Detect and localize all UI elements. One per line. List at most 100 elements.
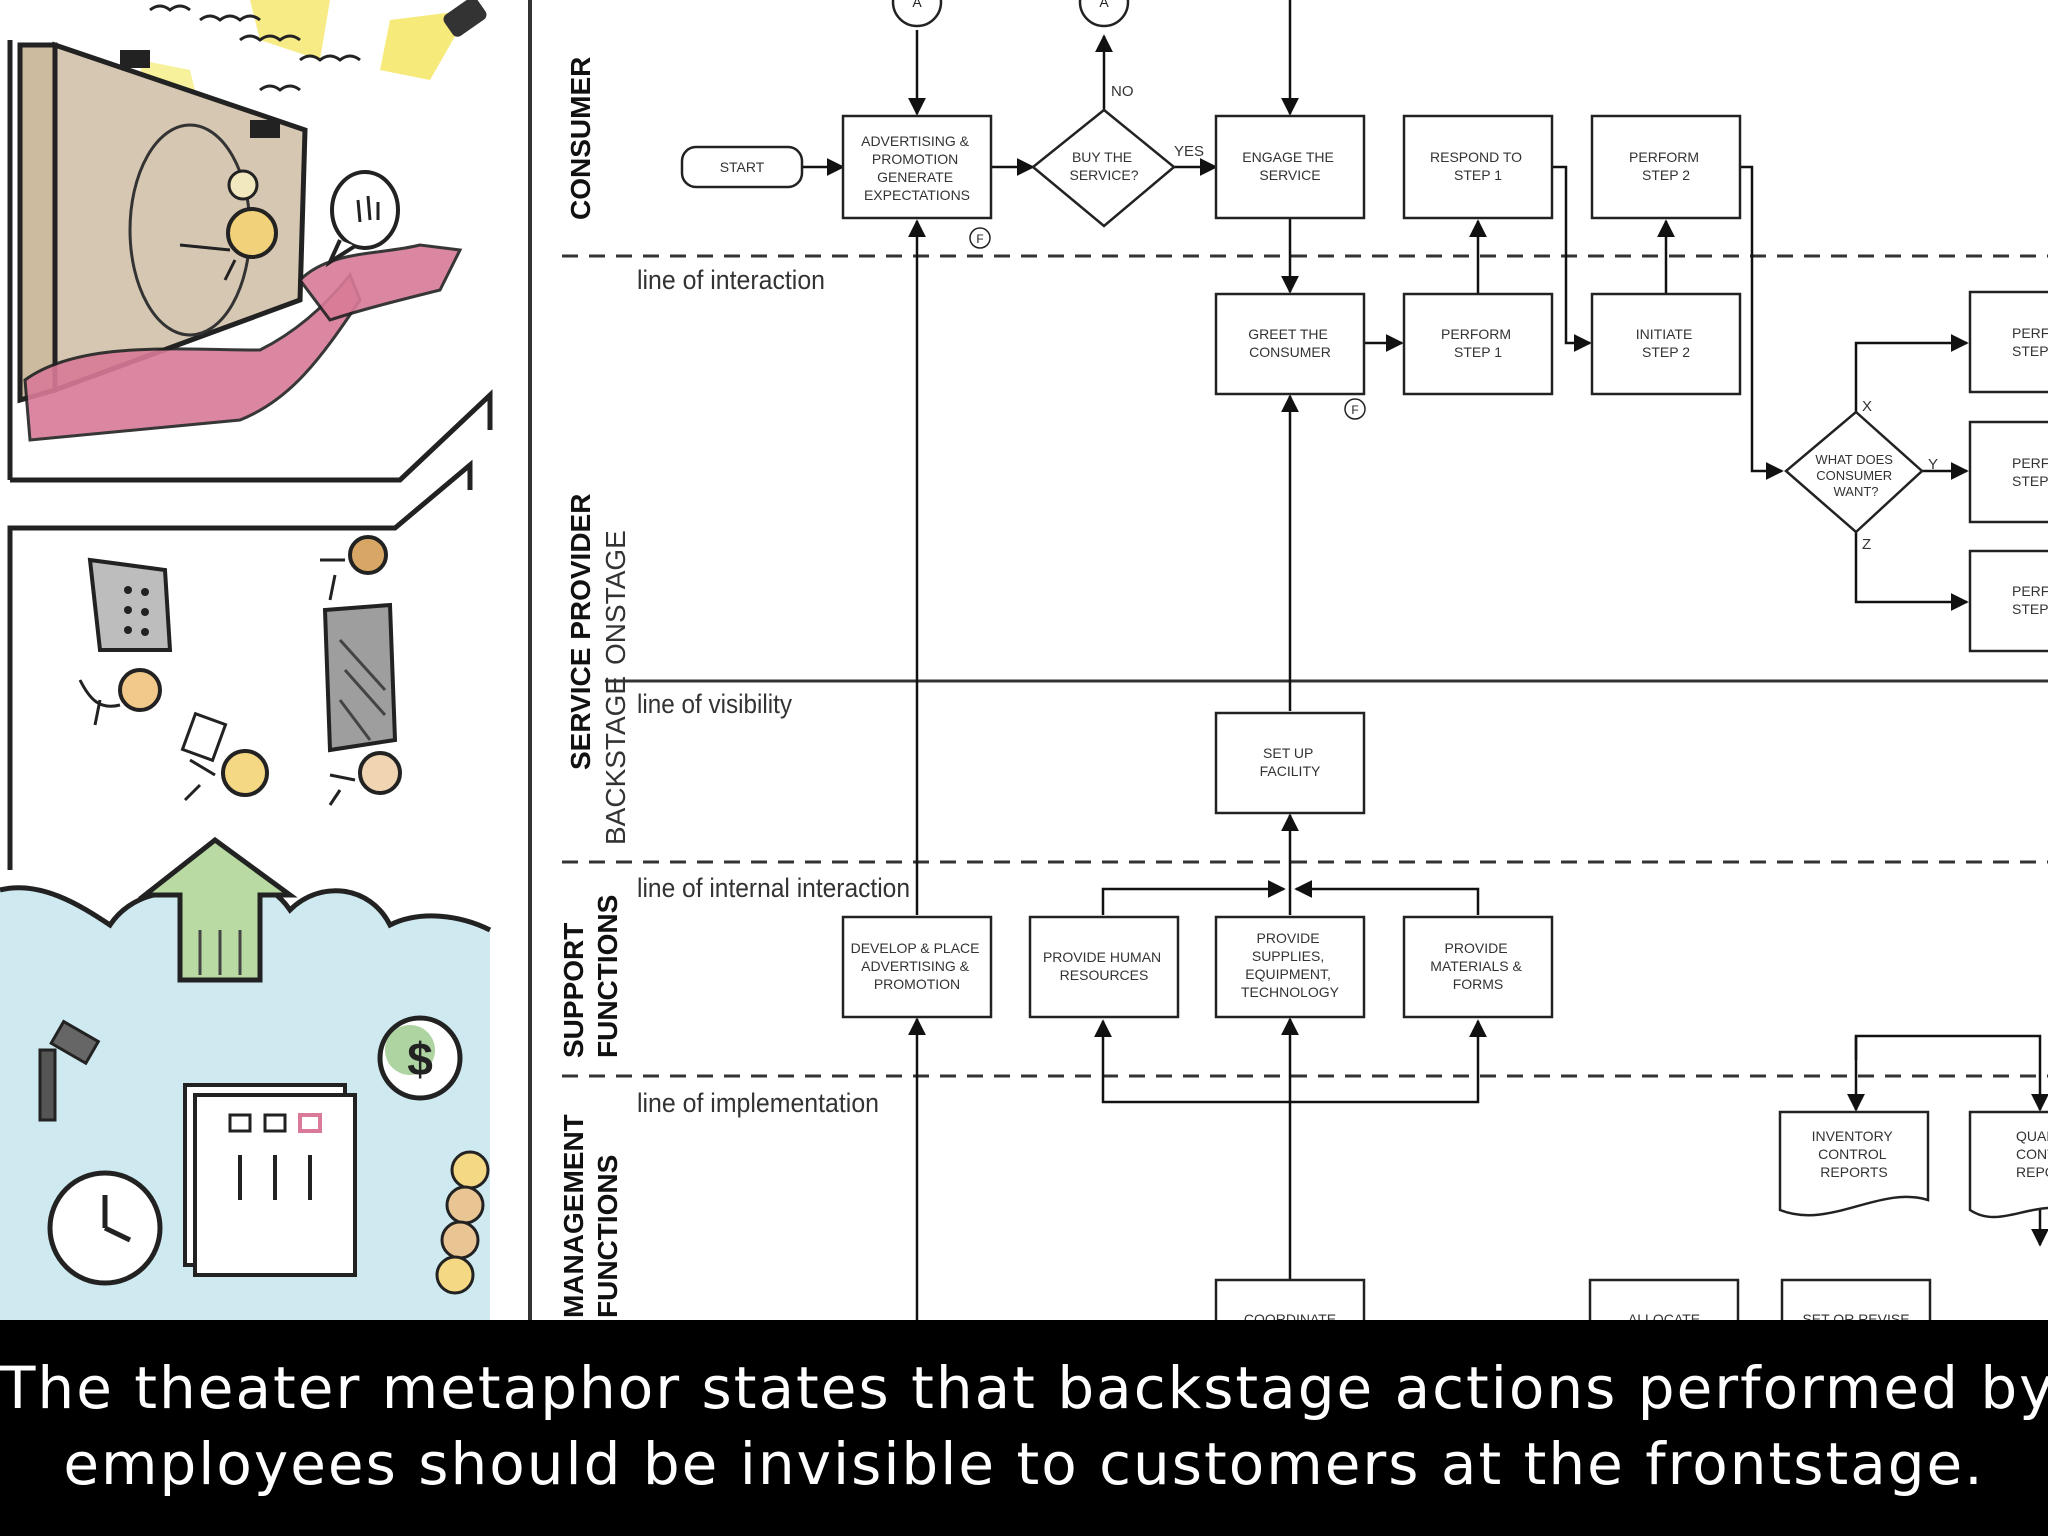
advertising-box: [841, 114, 993, 220]
materials-line: MATERIALS &: [1430, 958, 1522, 974]
hr-box: [1028, 915, 1180, 1019]
audience-figures: [435, 1150, 490, 1295]
spotlight-icon: [443, 0, 487, 37]
greet-line: GREET THE: [1248, 326, 1328, 342]
connector-a-2-label: A: [1099, 0, 1109, 10]
off-page-connectors: A A F F: [891, 0, 1366, 420]
supplies-line: SUPPLIES,: [1252, 948, 1324, 964]
quality-report: [1968, 1110, 2048, 1219]
initiate2-line: STEP 2: [1642, 344, 1690, 360]
supplies-line: TECHNOLOGY: [1241, 984, 1340, 1000]
stage-backdrop: [7, 40, 493, 483]
label-no: NO: [1111, 83, 1134, 100]
perform1-line: STEP 1: [1454, 344, 1502, 360]
greet-line: CONSUMER: [1249, 344, 1331, 360]
line-of-interaction-label: line of interaction: [637, 265, 825, 295]
perform1-line: PERFORM: [1441, 326, 1511, 342]
hr-line: PROVIDE HUMAN: [1043, 949, 1161, 965]
separator-labels: line of interaction line of visibility l…: [637, 265, 910, 1118]
buy-label: BUY THE SERVICE?: [1070, 149, 1139, 183]
supplies-label: PROVIDE SUPPLIES, EQUIPMENT, TECHNOLOGY: [1241, 930, 1340, 1000]
develop-line: ADVERTISING &: [861, 958, 970, 974]
quality-line: CONTI: [2016, 1146, 2048, 1162]
lane-backstage: BACKSTAGE: [600, 676, 631, 845]
separator-lines: [562, 254, 2048, 1078]
inventory-line: INVENTORY: [1812, 1128, 1894, 1144]
lane-management-1: MANAGEMENT: [558, 1114, 589, 1318]
advertising-line: PROMOTION: [872, 151, 958, 167]
theater-illustration: $: [0, 0, 532, 1320]
setup-box: [1214, 711, 1366, 815]
want-line: WHAT DOES: [1815, 452, 1893, 467]
buy-line: BUY THE: [1072, 149, 1132, 165]
materials-box: [1402, 915, 1554, 1019]
perf-c-label: PERFO STEP: [2012, 583, 2048, 617]
greet-label: GREET THE CONSUMER: [1248, 326, 1332, 360]
greet-box: [1214, 292, 1366, 396]
caption-line-2: employees should be invisible to custome…: [63, 1430, 1985, 1498]
branch-labels: NO YES X Y Z: [1111, 83, 1938, 553]
connector-a-2: A: [1078, 0, 1130, 28]
stagehand-figure: [180, 711, 269, 802]
money-icon: $: [377, 1015, 463, 1101]
advertising-label: ADVERTISING & PROMOTION GENERATE EXPECTA…: [861, 133, 973, 203]
label-yes: YES: [1174, 143, 1204, 160]
perf-b-label: PERFO STEP: [2012, 455, 2048, 489]
perf-c-box: [1968, 549, 2048, 653]
perf-c-line: STEP: [2012, 601, 2048, 617]
buy-decision: [1031, 108, 1176, 228]
stagehand-figure: [328, 751, 402, 806]
stagehand-figure: [78, 668, 162, 726]
hr-line: RESOURCES: [1060, 967, 1149, 983]
management-cloud: $: [0, 836, 492, 1320]
label-x: X: [1862, 398, 1872, 415]
develop-line: PROMOTION: [874, 976, 960, 992]
quality-label: QUAL CONTI REPO: [2016, 1128, 2048, 1180]
connector-a-1-label: A: [912, 0, 922, 10]
label-y: Y: [1928, 456, 1938, 473]
flow-connectors: [790, 0, 2048, 1320]
respond1-line: RESPOND TO: [1430, 149, 1522, 165]
backstage-room: [7, 459, 473, 870]
perf-b-box: [1968, 420, 2048, 524]
quality-line: REPO: [2016, 1164, 2048, 1180]
label-z: Z: [1862, 536, 1871, 553]
perf-a-line: STEP: [2012, 343, 2048, 359]
prop-crate: [322, 602, 398, 753]
perform1-box: [1402, 292, 1554, 396]
perf-a-label: PERFO STEP: [2012, 325, 2048, 359]
perf-b-line: PERFO: [2012, 455, 2048, 471]
perform2-line: PERFORM: [1629, 149, 1699, 165]
want-line: WANT?: [1833, 484, 1878, 499]
lane-onstage: ONSTAGE: [600, 530, 631, 665]
advertising-line: ADVERTISING &: [861, 133, 970, 149]
actor-figure: [179, 169, 278, 281]
inventory-line: REPORTS: [1820, 1164, 1887, 1180]
respond1-box: [1402, 114, 1554, 220]
perform2-line: STEP 2: [1642, 167, 1690, 183]
develop-box: [841, 915, 993, 1019]
fail-point-f-2-label: F: [1351, 403, 1358, 417]
inventory-report: [1778, 1110, 1930, 1217]
calendar-icon: [183, 1083, 357, 1277]
advertising-line: GENERATE: [877, 169, 953, 185]
setup-line: FACILITY: [1260, 763, 1321, 779]
engage-line: SERVICE: [1259, 167, 1320, 183]
lane-consumer: CONSUMER: [565, 57, 596, 220]
perform2-label: PERFORM STEP 2: [1629, 149, 1703, 183]
up-arrow-icon: [137, 836, 298, 983]
connector-a-1: A: [891, 0, 943, 28]
fail-point-f-2: F: [1344, 398, 1366, 420]
lane-labels: CONSUMER SERVICE PROVIDER ONSTAGE BACKST…: [558, 57, 631, 1318]
materials-line: PROVIDE: [1445, 940, 1508, 956]
box-labels: START ADVERTISING & PROMOTION GENERATE E…: [720, 133, 2048, 1327]
setup-line: SET UP: [1263, 745, 1313, 761]
perform2-box: [1590, 114, 1742, 220]
perf-a-line: PERFO: [2012, 325, 2048, 341]
perform1-label: PERFORM STEP 1: [1441, 326, 1515, 360]
engage-box: [1214, 114, 1366, 220]
lane-support-1: SUPPORT: [558, 923, 589, 1058]
lane-management-2: FUNCTIONS: [592, 1155, 623, 1318]
materials-label: PROVIDE MATERIALS & FORMS: [1430, 940, 1525, 992]
